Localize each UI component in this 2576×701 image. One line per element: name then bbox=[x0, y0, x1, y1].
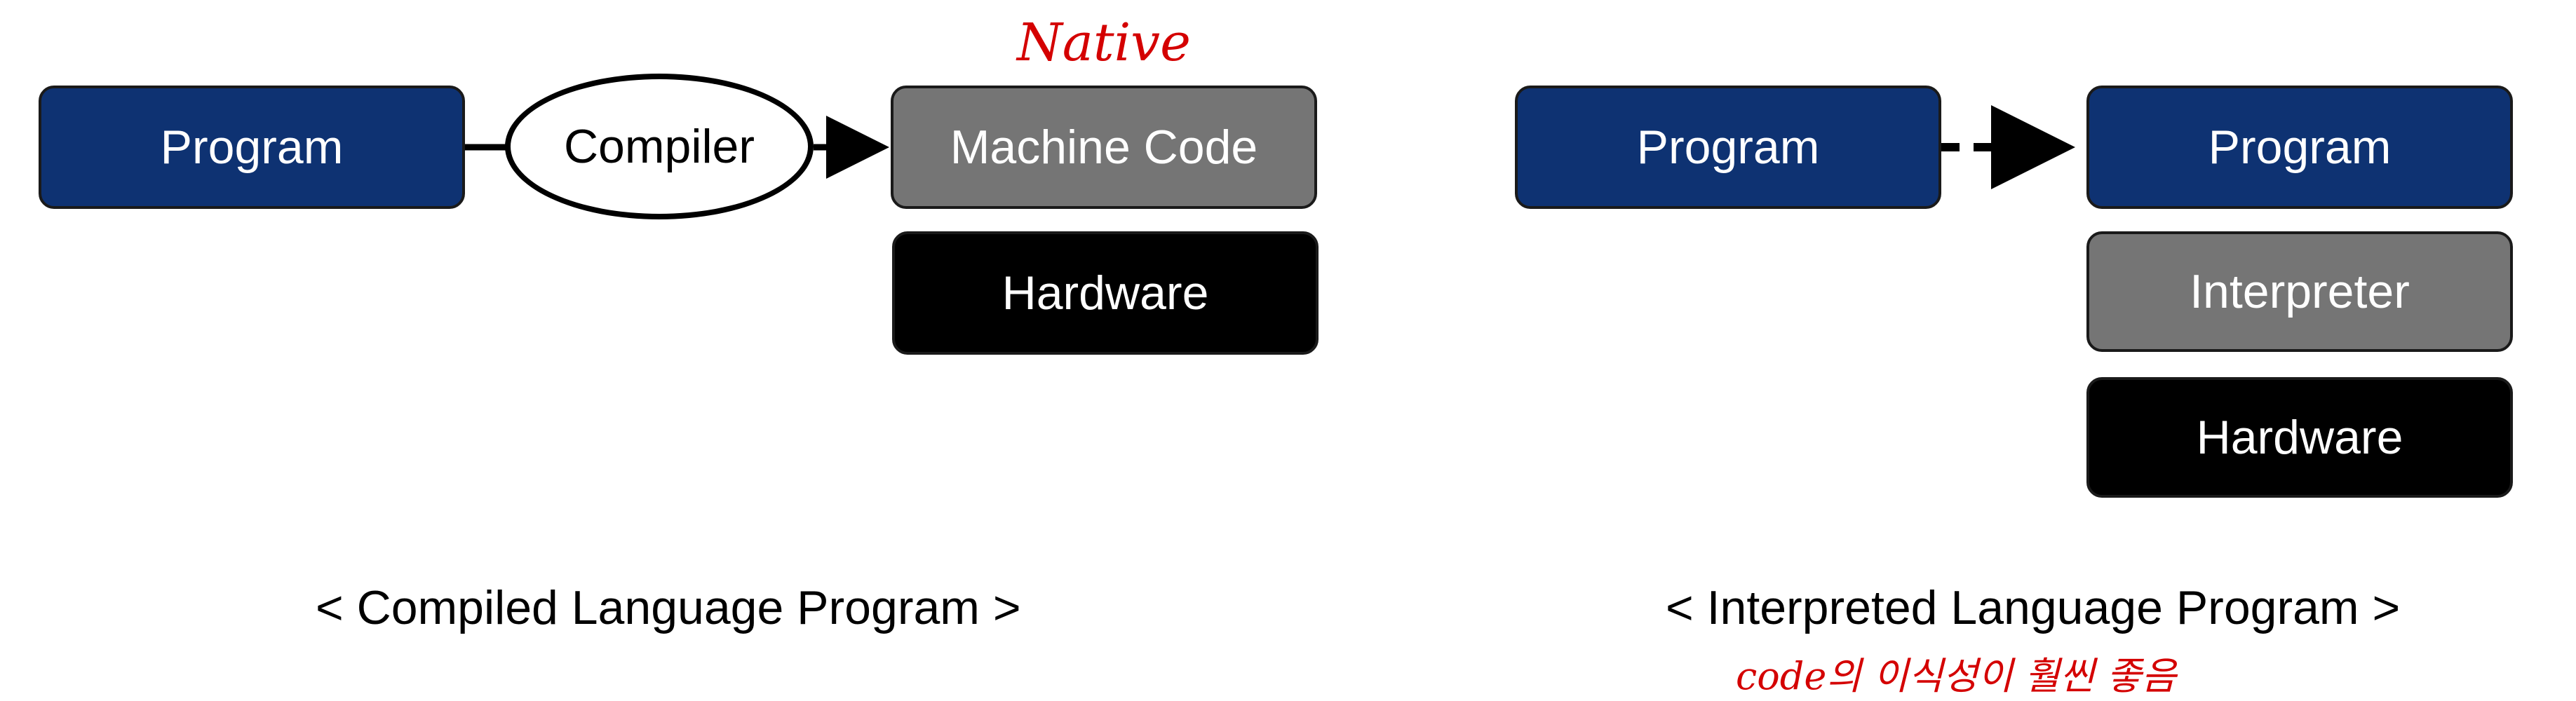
compiler-label: Compiler bbox=[563, 120, 755, 173]
native-annotation: Native bbox=[1017, 13, 1191, 73]
interpreter-box: Interpreter bbox=[2086, 231, 2513, 352]
compiler-ellipse: Compiler bbox=[505, 74, 814, 219]
interpreted-program-label: Program bbox=[2208, 121, 2392, 174]
compiled-hardware-label: Hardware bbox=[1002, 266, 1209, 320]
interpreted-source-program-label: Program bbox=[1636, 121, 1820, 174]
compiled-caption: < Compiled Language Program > bbox=[316, 581, 1021, 634]
portability-annotation: code의 이식성이 훨씬 좋음 bbox=[1736, 654, 2176, 698]
compiled-program-box: Program bbox=[39, 86, 465, 209]
compiled-hardware-box: Hardware bbox=[892, 231, 1319, 355]
interpreted-program-box: Program bbox=[2086, 86, 2513, 209]
interpreted-hardware-label: Hardware bbox=[2196, 411, 2403, 464]
interpreted-source-program-box: Program bbox=[1515, 86, 1941, 209]
interpreted-caption: < Interpreted Language Program > bbox=[1666, 581, 2401, 634]
interpreted-hardware-box: Hardware bbox=[2086, 377, 2513, 498]
machine-code-label: Machine Code bbox=[950, 121, 1258, 174]
interpreter-label: Interpreter bbox=[2190, 265, 2410, 318]
machine-code-box: Machine Code bbox=[891, 86, 1317, 209]
compiled-program-label: Program bbox=[160, 121, 344, 174]
